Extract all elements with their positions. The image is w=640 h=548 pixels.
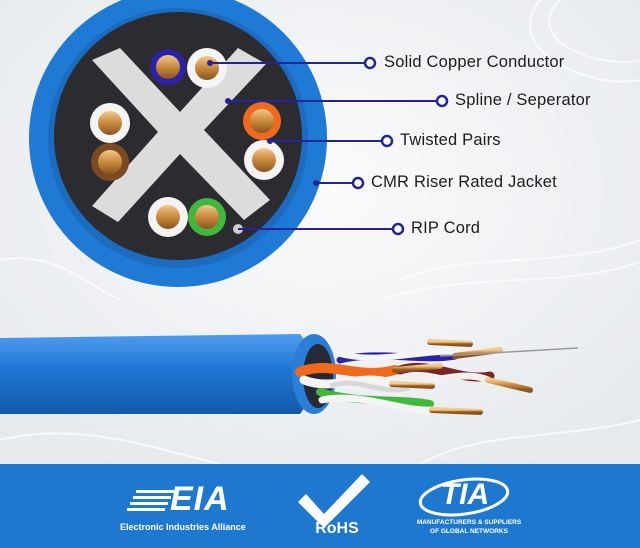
spline-separator xyxy=(92,48,270,222)
label-twisted-pairs: Twisted Pairs xyxy=(400,131,501,149)
rip-cord-side xyxy=(439,347,579,357)
tia-subtitle-line2: OF GLOBAL NETWORKS xyxy=(430,528,508,535)
pair-blue xyxy=(150,48,227,88)
cable-side-view xyxy=(0,334,579,415)
callout-start-dots xyxy=(207,60,319,186)
tia-ring-icon xyxy=(418,477,510,517)
eia-mark: EIA xyxy=(170,480,230,518)
eia-logo xyxy=(127,490,174,511)
pair-orange xyxy=(243,102,284,180)
label-spline-separator: Spline / Seperator xyxy=(455,91,591,109)
eia-lines-icon xyxy=(127,490,174,511)
footer-band xyxy=(0,464,640,548)
pair-brown xyxy=(90,103,130,181)
cable-cross-section xyxy=(29,0,327,287)
label-cmr-riser-rated-jacket: CMR Riser Rated Jacket xyxy=(371,173,557,191)
label-rip-cord: RIP Cord xyxy=(411,219,481,237)
rohs-check-icon xyxy=(298,474,370,528)
eia-logo-text: EIA xyxy=(170,482,270,516)
pair-green xyxy=(148,197,226,237)
callout-markers xyxy=(351,56,449,236)
tia-subtitle-line1: MANUFACTURERS & SUPPLIERS xyxy=(416,519,522,526)
cable-jacket-body xyxy=(0,334,315,414)
eia-subtitle: Electronic Industries Alliance xyxy=(120,522,246,532)
tia-mark: TIA xyxy=(440,478,490,511)
rohs-mark: RoHS xyxy=(315,520,359,537)
callout-lines xyxy=(210,62,440,230)
background-pattern xyxy=(0,0,640,465)
label-solid-copper-conductor: Solid Copper Conductor xyxy=(384,53,565,71)
